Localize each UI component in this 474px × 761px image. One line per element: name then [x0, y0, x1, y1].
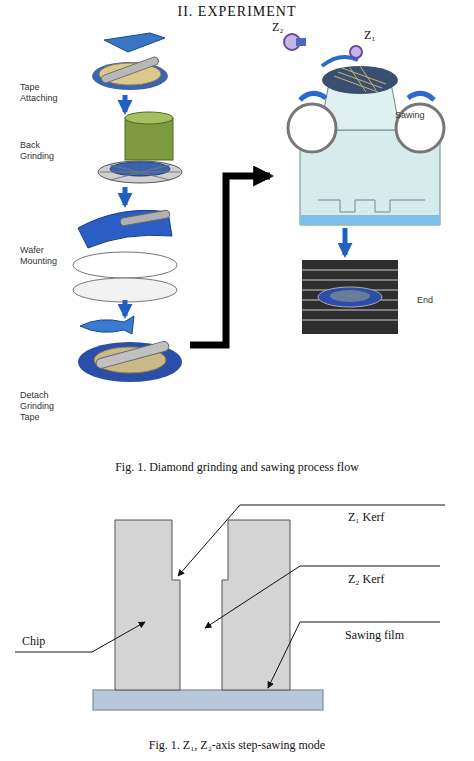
wafer-frame [73, 278, 177, 302]
grinding-table [98, 161, 182, 183]
wafer [330, 290, 370, 302]
process-step: Back Grinding [15, 112, 180, 187]
saw-blade [288, 104, 336, 152]
step-label: Wafer Mounting [20, 245, 72, 267]
callout-label: Chip [22, 634, 45, 648]
leader-line [300, 622, 440, 623]
roller [100, 56, 159, 84]
cut-lines [334, 66, 386, 92]
step-label: Tape Attaching [20, 82, 72, 104]
rotation-arrow [322, 57, 358, 66]
figure-caption: Fig. 1. Diamond grinding and sawing proc… [0, 460, 474, 475]
process-step: Tape Attaching [15, 30, 175, 95]
leader-line [300, 566, 440, 567]
figure-caption: Fig. 1. Z₁, Z₂-axis step-sawing mode [0, 738, 474, 752]
wafer [110, 162, 170, 176]
roller [120, 210, 171, 227]
cassette-slots [302, 270, 398, 320]
leader-line [268, 622, 300, 688]
callout-label: Sawing film [345, 628, 404, 642]
process-step: Sawing [270, 28, 450, 228]
roller [95, 340, 170, 369]
step-label: Sawing [395, 110, 445, 121]
grinding-wheel-top [125, 112, 173, 124]
process-step: End [295, 255, 450, 337]
wafer [322, 66, 398, 94]
spindle-z1 [350, 46, 362, 58]
leader-line [205, 566, 300, 628]
flow-arrow [123, 95, 128, 112]
step-label: Back Grinding [20, 140, 72, 162]
flow-arrow [190, 176, 270, 345]
section-title: II. EXPERIMENT [0, 4, 474, 20]
tape-piece [104, 33, 165, 52]
flow-arrow [123, 187, 128, 205]
coolant [300, 215, 440, 225]
mounting-tape [78, 210, 172, 248]
sawing-film [93, 690, 323, 710]
flow-arrow [123, 300, 128, 316]
callout-label: Z₂ Kerf [348, 572, 385, 586]
flow-arrow [343, 228, 348, 255]
frame-ring [73, 252, 177, 278]
wheel-spokes [100, 165, 180, 180]
peeled-tape [80, 316, 134, 334]
leader-line [240, 505, 445, 506]
chip [115, 520, 180, 690]
saw-blade [396, 104, 444, 152]
callout-label: Z₁ [364, 28, 376, 42]
process-step: Detach Grinding Tape [15, 316, 190, 424]
rotation-arrow [300, 93, 326, 100]
cassette [302, 260, 398, 334]
wafer-frame [318, 287, 382, 307]
callout-label: Z₂ [272, 20, 284, 34]
rotation-arrow [408, 93, 434, 100]
leader-line [92, 622, 145, 652]
spindle-z2-shaft [296, 38, 306, 46]
step-label: End [417, 295, 447, 306]
step-label: Detach Grinding Tape [20, 390, 68, 423]
callout-label: Z₁ Kerf [348, 510, 385, 524]
leader-line [15, 652, 92, 653]
saw-base [318, 200, 425, 212]
process-step: Wafer Mounting [15, 205, 180, 300]
leader-line [178, 505, 240, 576]
